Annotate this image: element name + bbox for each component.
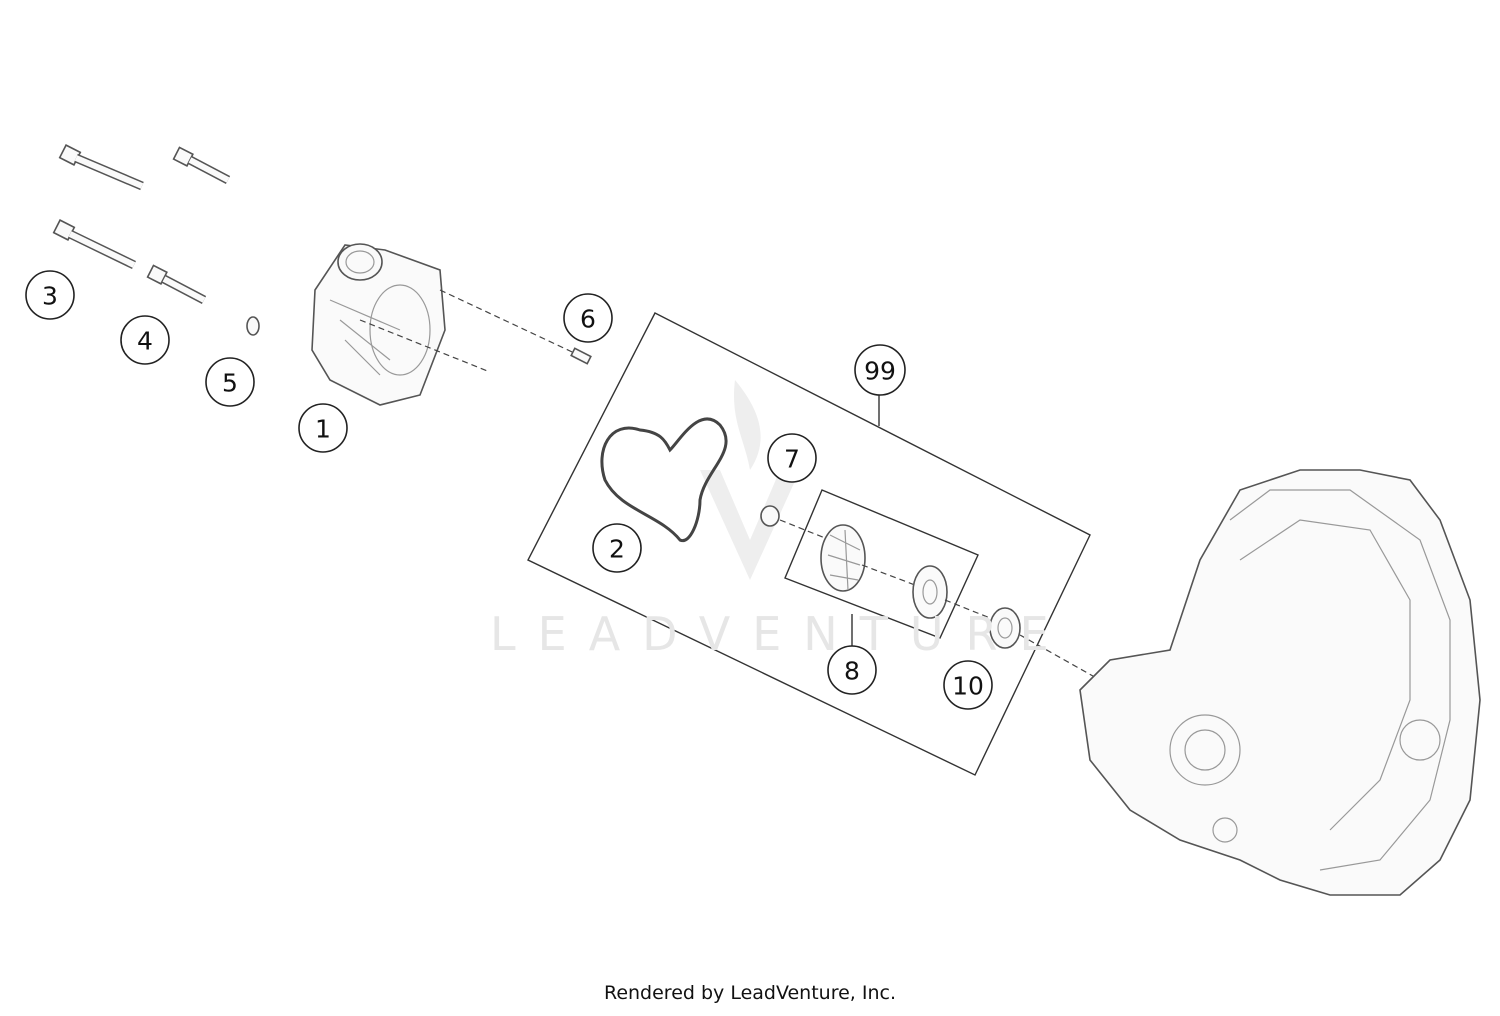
svg-text:1: 1 xyxy=(315,415,331,444)
oil-seal xyxy=(760,505,780,527)
callout-10[interactable]: 10 xyxy=(943,660,993,710)
callout-2[interactable]: 2 xyxy=(592,523,642,573)
callout-99[interactable]: 99 xyxy=(854,344,906,396)
watermark-logo xyxy=(700,380,800,580)
impeller-shaft-seal xyxy=(912,565,948,619)
svg-text:3: 3 xyxy=(42,282,58,311)
washer xyxy=(246,316,260,336)
callout-7[interactable]: 7 xyxy=(767,433,817,483)
impeller-box-8 xyxy=(784,489,979,639)
svg-text:99: 99 xyxy=(864,357,896,386)
gasket xyxy=(600,417,728,543)
svg-text:4: 4 xyxy=(137,327,153,356)
callout-8[interactable]: 8 xyxy=(827,645,877,695)
svg-text:7: 7 xyxy=(784,445,800,474)
svg-text:10: 10 xyxy=(952,672,984,701)
dowel-pin xyxy=(570,347,592,365)
bolt-long-2 xyxy=(52,219,136,270)
callout-6[interactable]: 6 xyxy=(563,293,613,343)
impeller xyxy=(820,524,866,592)
footer-credit: Rendered by LeadVenture, Inc. xyxy=(603,982,897,1004)
svg-text:8: 8 xyxy=(844,657,860,686)
bearing xyxy=(989,607,1021,649)
callout-5[interactable]: 5 xyxy=(205,357,255,407)
bolt-long-1 xyxy=(58,144,144,191)
water-pump-cover xyxy=(311,243,446,406)
svg-text:6: 6 xyxy=(580,305,596,334)
kit-box-99 xyxy=(527,312,1091,776)
clutch-cover xyxy=(1079,469,1481,896)
callout-4[interactable]: 4 xyxy=(120,315,170,365)
callout-3[interactable]: 3 xyxy=(25,270,75,320)
svg-text:5: 5 xyxy=(222,369,238,398)
bolt-short-1 xyxy=(172,146,231,184)
bolt-short-2 xyxy=(146,264,207,304)
callout-1[interactable]: 1 xyxy=(298,403,348,453)
svg-text:2: 2 xyxy=(609,535,625,564)
